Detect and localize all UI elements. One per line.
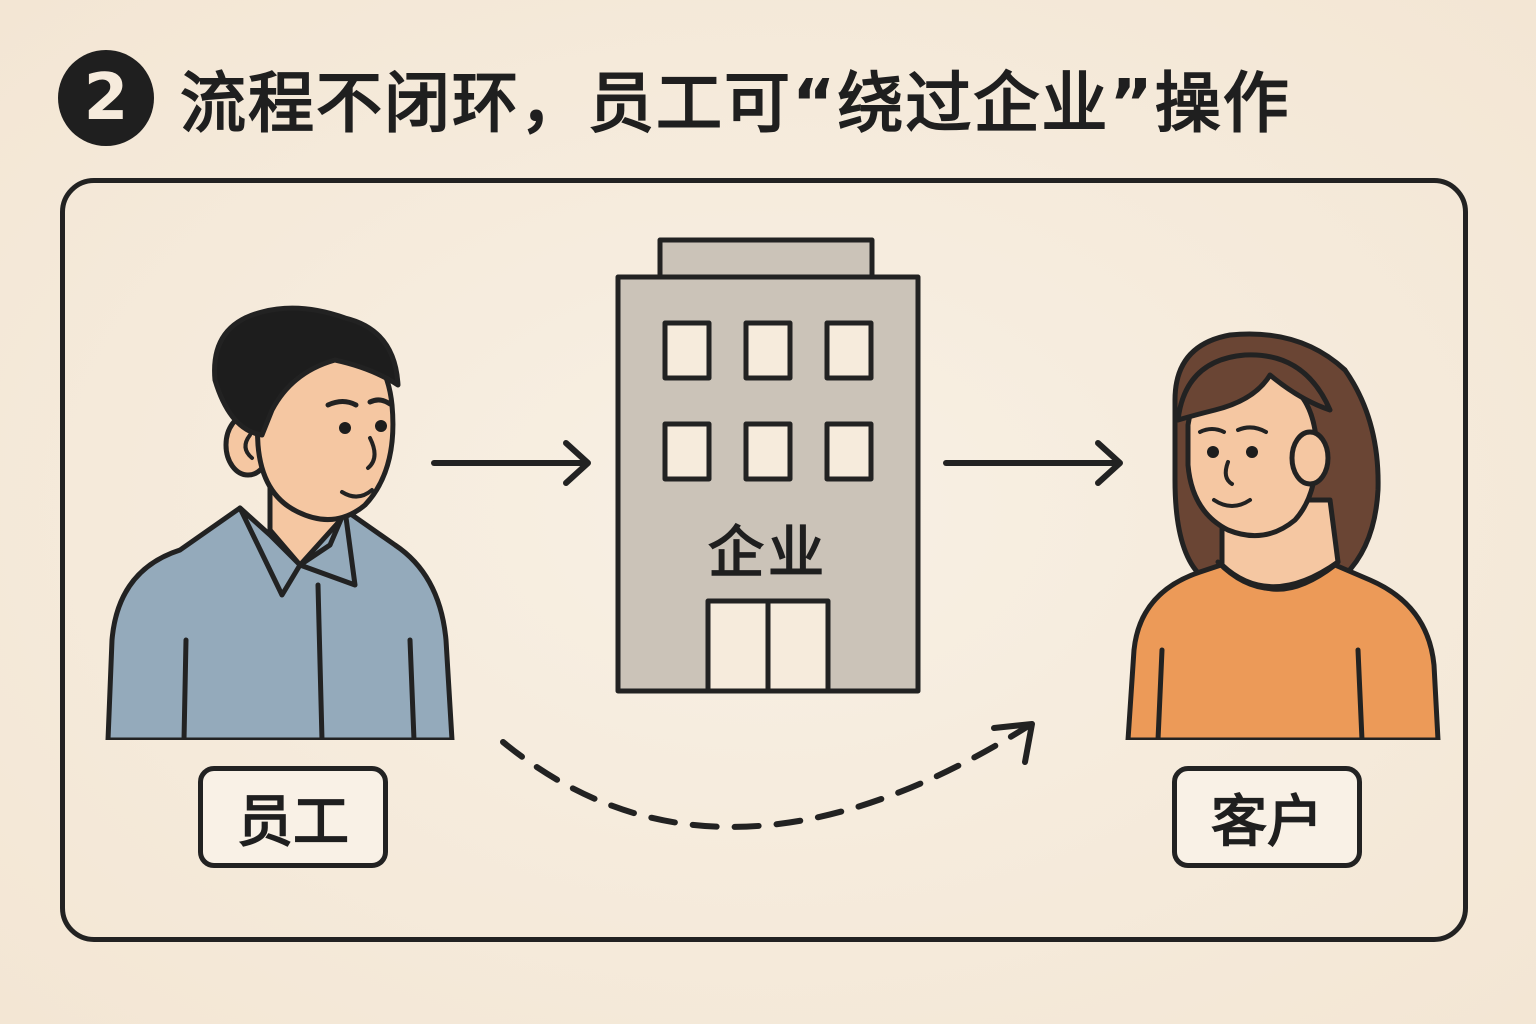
employee-figure-icon (105, 305, 455, 740)
solid-arrow-icon (943, 440, 1123, 486)
customer-figure-icon (1125, 331, 1441, 740)
solid-arrow-icon (431, 440, 591, 486)
page-title: 流程不闭环，员工可“绕过企业”操作 (180, 65, 1291, 142)
dashed-bypass-arrow-icon (500, 721, 1035, 830)
step-number-badge: 2 (58, 50, 154, 146)
office-building-icon (615, 237, 921, 694)
customer-label: 客户 (1172, 766, 1362, 868)
employee-label: 员工 (198, 766, 388, 868)
diagram-frame (60, 178, 1468, 942)
company-label: 企业 (708, 520, 828, 586)
heading: 2 流程不闭环，员工可“绕过企业”操作 (58, 50, 1291, 146)
